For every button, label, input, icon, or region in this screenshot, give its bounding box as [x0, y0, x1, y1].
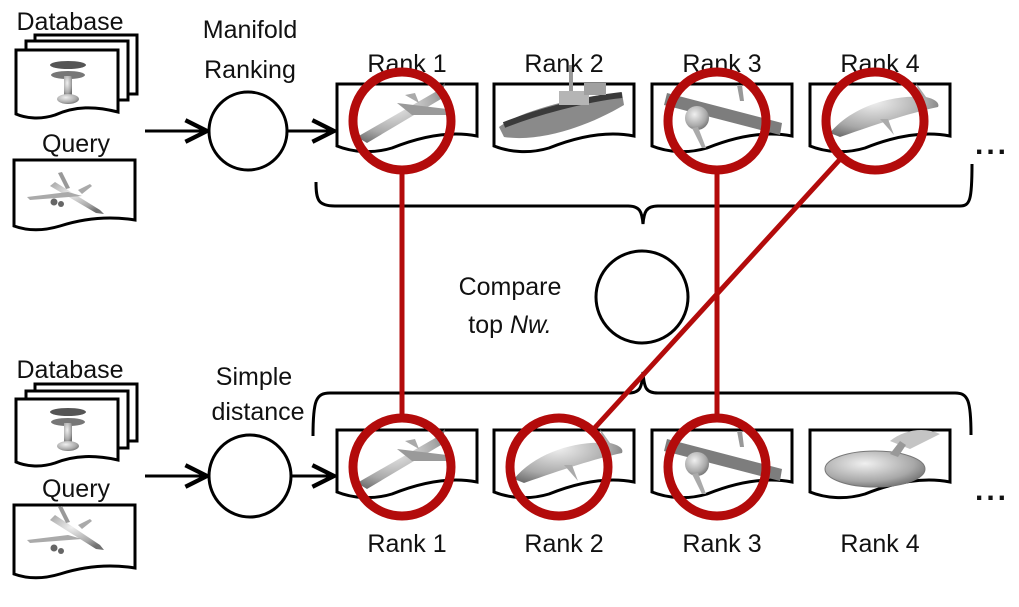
bottom-query-card: [12, 503, 137, 580]
bottom-database-stack: [14, 382, 139, 468]
result-rank-label: Rank 3: [682, 530, 761, 558]
warship-model-icon: [499, 65, 624, 139]
result-rank-label: Rank 2: [524, 530, 603, 558]
bottom-brace: [311, 371, 973, 437]
bottom-database-label: Database: [16, 356, 123, 384]
fighter-jet-model-icon: [357, 429, 453, 489]
compare-section: Compare top Nw.: [459, 249, 690, 345]
compare-node: [594, 249, 690, 345]
top-pipeline: Database Query Manifold: [12, 8, 1009, 232]
bottom-query-label: Query: [42, 475, 111, 503]
airplane-model-icon: [27, 172, 104, 214]
propeller-plane-model-icon: [664, 431, 782, 494]
highlight-ring: [505, 413, 613, 521]
compare-label-italic: Nw.: [510, 311, 552, 339]
top-query-label: Query: [42, 130, 111, 158]
bottom-method-node: [207, 433, 293, 519]
top-method-label-line2: Ranking: [204, 56, 296, 84]
result-rank-label: Rank 2: [524, 50, 603, 78]
match-lines: [399, 155, 844, 433]
compare-label-line2: top Nw.: [468, 311, 551, 339]
dolphin-model-icon: [514, 429, 623, 483]
dolphin-model-icon: [830, 83, 939, 137]
bottom-method-label-line2: distance: [211, 398, 304, 426]
bottom-pipeline: Database Query Simple: [12, 356, 1009, 580]
top-database-label: Database: [16, 8, 123, 36]
top-query-card: [12, 158, 137, 232]
highlight-ring: [663, 413, 771, 521]
airplane-model-icon: [27, 506, 104, 554]
top-database-stack: [14, 33, 139, 120]
result-card: Rank 2: [492, 50, 636, 154]
top-brace: [314, 163, 974, 225]
table-model-icon: [50, 61, 86, 104]
highlight-ring: [821, 67, 929, 175]
bottom-method-label-line1: Simple: [216, 363, 292, 391]
table-model-icon: [50, 408, 86, 451]
top-method-node: [207, 90, 289, 172]
compare-label-prefix: top: [468, 311, 510, 339]
highlight-rings: [348, 67, 929, 521]
highlight-ring: [348, 413, 456, 521]
bottom-ellipsis: ...: [975, 474, 1009, 507]
result-card: Rank 4: [808, 428, 952, 558]
highlight-ring: [348, 67, 456, 175]
bottom-results-row: Rank 1 Rank 2 Rank 3 Rank 4: [335, 428, 952, 558]
top-ellipsis: ...: [975, 128, 1009, 161]
starship-model-icon: [824, 429, 940, 488]
fighter-jet-model-icon: [357, 83, 453, 143]
compare-label-line1: Compare: [459, 273, 562, 301]
highlight-ring: [663, 67, 771, 175]
match-line: [590, 155, 844, 433]
result-rank-label: Rank 1: [367, 530, 446, 558]
result-rank-label: Rank 4: [840, 530, 919, 558]
propeller-plane-model-icon: [664, 85, 782, 148]
top-method-label-line1: Manifold: [203, 16, 298, 44]
